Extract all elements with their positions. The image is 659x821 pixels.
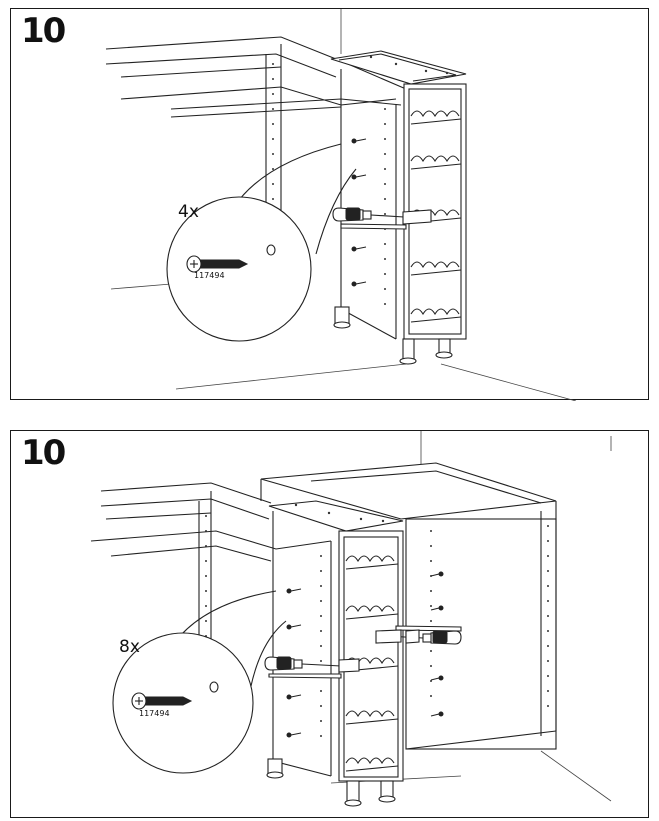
wine-rack-icon [330, 50, 467, 365]
assembly-illustration-top [105, 9, 577, 401]
assembly-illustration-bottom [90, 431, 612, 807]
screw-detail-callout [166, 143, 357, 342]
screw-icon [186, 255, 249, 273]
screw-icon [351, 138, 367, 287]
part-number: 117494 [194, 271, 225, 280]
step-number: 10 [21, 11, 66, 51]
screw-icon [430, 571, 444, 717]
base-cabinet-left [90, 482, 332, 779]
base-cabinet-right [260, 462, 557, 750]
screwdriver-icon [332, 207, 432, 230]
wine-rack-icon [268, 500, 404, 807]
part-number: 117494 [139, 709, 170, 718]
step-panel-bottom: 10 [10, 430, 649, 818]
screw-icon [286, 588, 302, 738]
step-panel-top: 10 [10, 8, 649, 401]
quantity-label: 8x [119, 637, 140, 657]
quantity-label: 4x [178, 202, 199, 222]
step-number: 10 [21, 433, 66, 473]
screwdriver-icon [264, 656, 360, 679]
base-cabinet-left [105, 36, 407, 340]
screw-detail-callout [112, 590, 287, 774]
screw-icon [131, 692, 193, 710]
screwdriver-icon [375, 625, 462, 645]
